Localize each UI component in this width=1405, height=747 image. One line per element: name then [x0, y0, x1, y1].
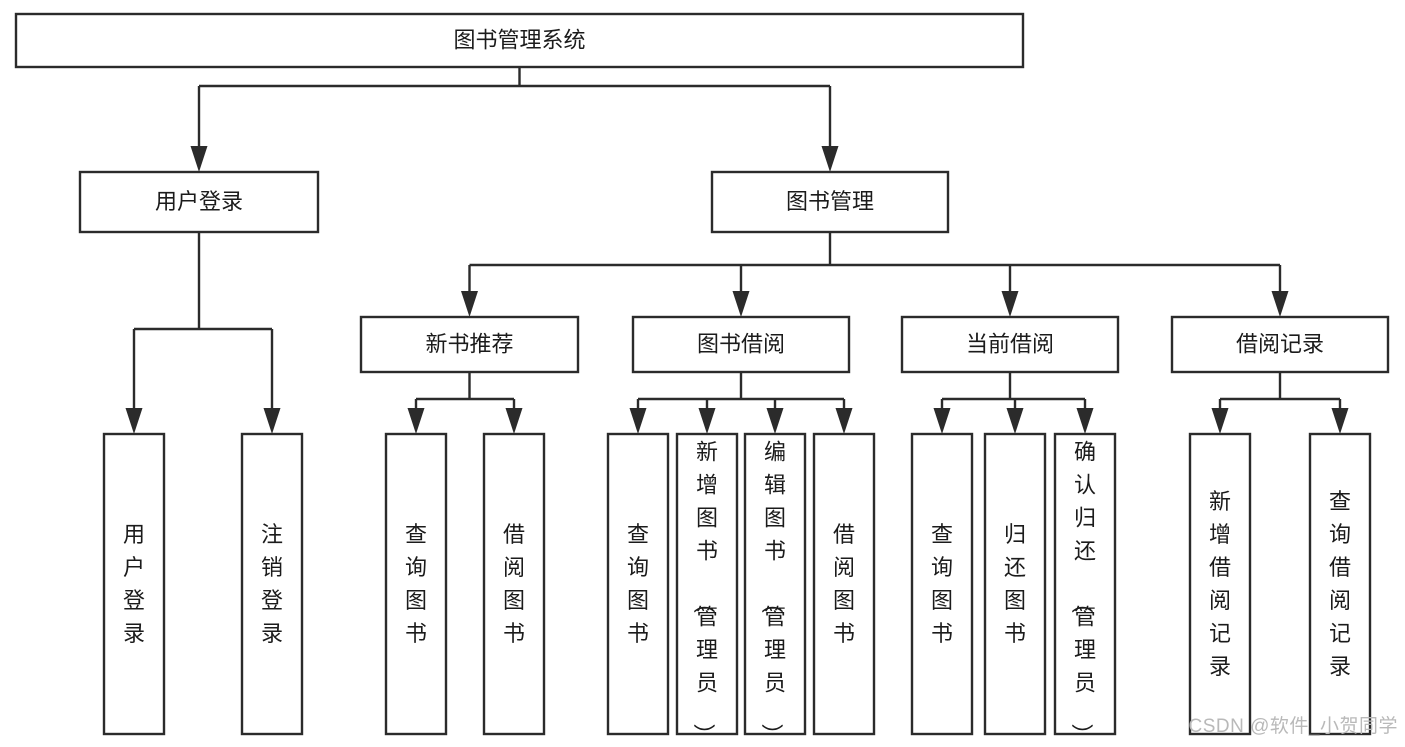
node-label: 注销登录	[261, 522, 283, 646]
node-label: 编辑图书（管理员）	[759, 440, 786, 746]
arrow-head-icon	[1211, 408, 1229, 434]
arrow-head-icon	[1271, 291, 1289, 317]
arrow-head-icon	[698, 408, 716, 434]
node-layer: 图书管理系统用户登录图书管理新书推荐图书借阅当前借阅借阅记录用户登录注销登录查询…	[14, 12, 1390, 746]
arrow-head-icon	[732, 291, 750, 317]
arrow-head-icon	[505, 408, 523, 434]
arrow-head-icon	[1076, 408, 1094, 434]
arrow-head-icon	[629, 408, 647, 434]
node-label: 借阅图书	[503, 522, 525, 646]
node-box	[1308, 432, 1372, 736]
node-label: 查询借阅记录	[1329, 489, 1351, 679]
node-leaf-edit-book-admin[interactable]: 编辑图书（管理员）	[743, 432, 807, 746]
node-leaf-return-book[interactable]: 归还图书	[983, 432, 1047, 736]
node-leaf-query-book-1[interactable]: 查询图书	[384, 432, 448, 736]
node-box	[482, 432, 546, 736]
node-leaf-confirm-return-admin[interactable]: 确认归还（管理员）	[1053, 432, 1117, 746]
arrow-head-icon	[766, 408, 784, 434]
node-box	[710, 170, 950, 234]
csdn-watermark: CSDN @软件_小贺同学	[1189, 715, 1398, 737]
node-new-book-recommend[interactable]: 新书推荐	[359, 315, 580, 374]
arrow-head-icon	[407, 408, 425, 434]
node-box	[359, 315, 580, 374]
connector-layer	[125, 67, 1349, 434]
node-book-manage[interactable]: 图书管理	[710, 170, 950, 234]
node-box	[812, 432, 876, 736]
node-box	[14, 12, 1025, 69]
node-borrow-record[interactable]: 借阅记录	[1170, 315, 1390, 374]
node-label: 用户登录	[123, 522, 145, 646]
arrow-head-icon	[821, 146, 839, 172]
node-label: 查询图书	[931, 522, 953, 646]
node-label: 新增借阅记录	[1209, 489, 1231, 679]
node-box	[675, 432, 739, 736]
node-user-login[interactable]: 用户登录	[78, 170, 320, 234]
node-label: 新增图书（管理员）	[691, 440, 718, 746]
node-label: 图书借阅	[697, 331, 785, 356]
node-box	[78, 170, 320, 234]
node-label: 确认归还（管理员）	[1069, 440, 1096, 746]
node-box	[1053, 432, 1117, 736]
node-label: 当前借阅	[966, 331, 1054, 356]
node-label: 借阅记录	[1236, 331, 1324, 356]
arrow-head-icon	[933, 408, 951, 434]
node-box	[900, 315, 1120, 374]
node-leaf-query-book-3[interactable]: 查询图书	[910, 432, 974, 736]
arrow-head-icon	[461, 291, 478, 317]
node-box	[384, 432, 448, 736]
node-box	[1188, 432, 1252, 736]
arrow-head-icon	[1006, 408, 1024, 434]
node-box	[240, 432, 304, 736]
node-box	[631, 315, 851, 374]
node-box	[743, 432, 807, 736]
node-leaf-borrow-book-1[interactable]: 借阅图书	[482, 432, 546, 736]
arrow-head-icon	[190, 146, 208, 172]
node-leaf-add-borrow-record[interactable]: 新增借阅记录	[1188, 432, 1252, 736]
node-box	[1170, 315, 1390, 374]
node-box	[983, 432, 1047, 736]
node-leaf-query-borrow-record[interactable]: 查询借阅记录	[1308, 432, 1372, 736]
node-label: 新书推荐	[425, 331, 513, 356]
node-root[interactable]: 图书管理系统	[14, 12, 1025, 69]
node-box	[102, 432, 166, 736]
node-label: 图书管理系统	[453, 27, 585, 52]
node-box	[910, 432, 974, 736]
arrow-head-icon	[125, 408, 143, 434]
node-label: 用户登录	[155, 189, 243, 214]
arrow-head-icon	[1001, 291, 1019, 317]
arrow-head-icon	[1331, 408, 1349, 434]
arrow-head-icon	[263, 408, 281, 434]
node-leaf-add-book-admin[interactable]: 新增图书（管理员）	[675, 432, 739, 746]
node-label: 查询图书	[405, 522, 427, 646]
node-label: 查询图书	[627, 522, 649, 646]
node-label: 借阅图书	[833, 522, 855, 646]
node-book-borrow[interactable]: 图书借阅	[631, 315, 851, 374]
node-current-borrow[interactable]: 当前借阅	[900, 315, 1120, 374]
node-leaf-query-book-2[interactable]: 查询图书	[606, 432, 670, 736]
node-leaf-user-logout[interactable]: 注销登录	[240, 432, 304, 736]
arrow-head-icon	[835, 408, 853, 434]
node-label: 归还图书	[1004, 522, 1026, 646]
node-box	[606, 432, 670, 736]
node-leaf-user-login[interactable]: 用户登录	[102, 432, 166, 736]
node-label: 图书管理	[786, 189, 874, 214]
node-leaf-borrow-book-2[interactable]: 借阅图书	[812, 432, 876, 736]
